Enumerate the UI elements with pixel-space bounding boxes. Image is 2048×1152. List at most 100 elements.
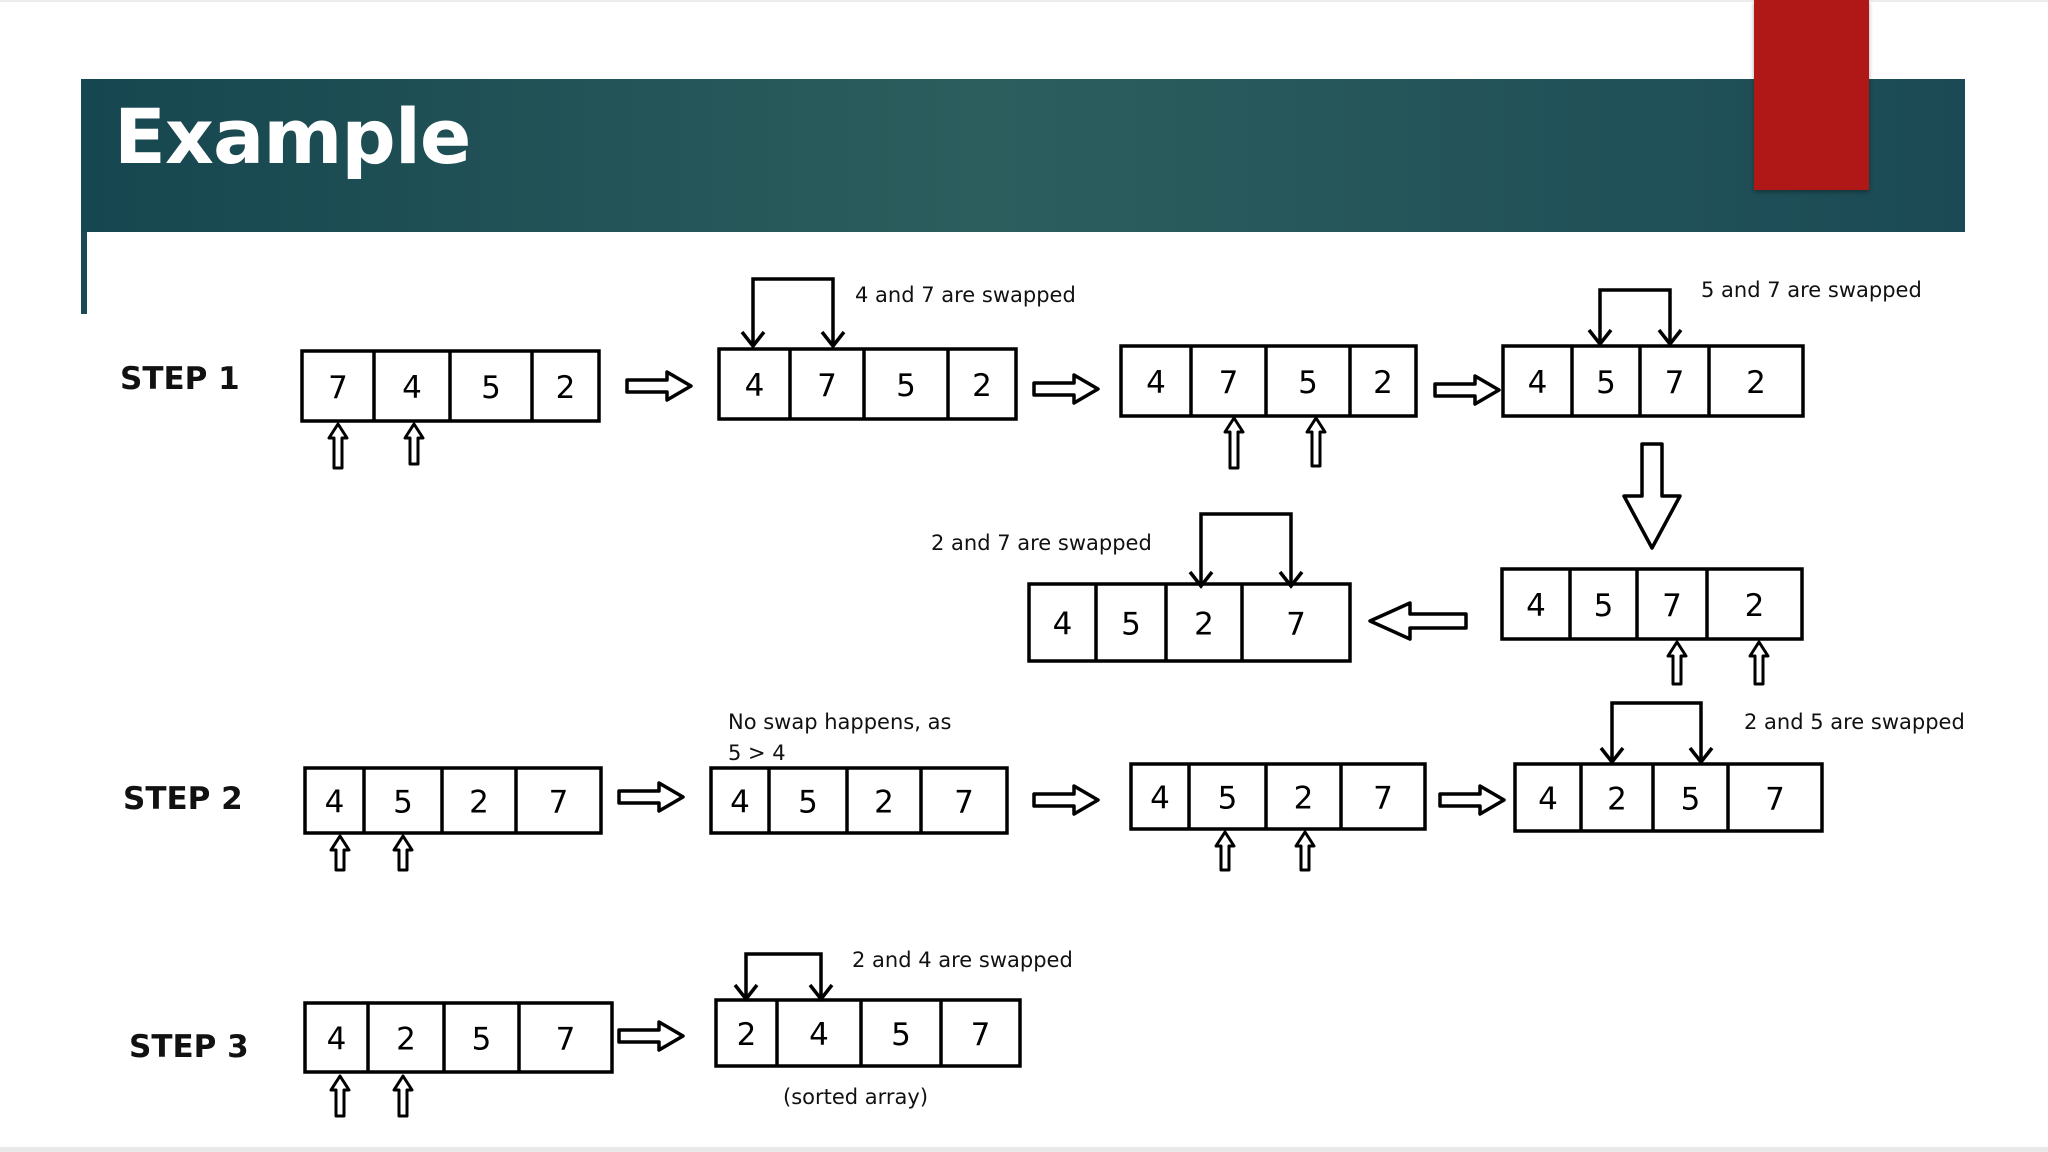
note-no-swap-line-2: 5 > 4 <box>728 741 786 765</box>
cell-value: 5 <box>481 370 501 406</box>
bracket-arrowhead <box>733 983 759 1002</box>
top-border <box>0 0 2048 2</box>
pointer-up-arrow <box>1666 640 1688 686</box>
cell-value: 4 <box>1538 782 1558 818</box>
title-bar-accent <box>81 232 87 314</box>
cell-value: 5 <box>1594 588 1614 624</box>
note-swap-4-7: 4 and 7 are swapped <box>855 283 1076 307</box>
swap-brackets <box>733 277 1714 1002</box>
right-arrow <box>625 370 693 402</box>
array-box <box>1513 762 1824 833</box>
pointer-up-arrow <box>329 834 351 872</box>
title-bar <box>81 79 1965 232</box>
left-arrow <box>1368 601 1468 641</box>
note-swap-2-5: 2 and 5 are swapped <box>1744 710 1965 734</box>
array-box <box>717 347 1018 421</box>
cell-value: 5 <box>393 785 413 821</box>
flow-arrows <box>327 370 1770 1118</box>
cell-value: 5 <box>896 368 916 404</box>
cell-value: 5 <box>798 785 818 821</box>
cell-value: 5 <box>1121 607 1141 643</box>
cell-value: 5 <box>1298 365 1318 401</box>
right-arrow <box>1032 784 1100 816</box>
bracket-arrowhead <box>820 330 846 349</box>
right-arrow <box>617 1020 685 1052</box>
right-arrow <box>1032 373 1100 405</box>
array-box <box>714 998 1022 1068</box>
cell-value: 2 <box>1373 365 1393 401</box>
cell-value: 4 <box>325 785 345 821</box>
slide-title: Example <box>114 92 471 181</box>
bracket-arrowhead <box>1657 328 1683 347</box>
pointer-up-arrow <box>1305 416 1327 468</box>
cell-value: 4 <box>402 370 422 406</box>
pointer-up-arrow <box>1214 830 1236 872</box>
red-accent-tab <box>1754 0 1869 190</box>
cell-value: 7 <box>1373 781 1393 817</box>
swap-bracket <box>1199 512 1293 586</box>
pointer-up-arrow <box>329 1074 351 1118</box>
note-swap-2-4: 2 and 4 are swapped <box>852 948 1073 972</box>
cell-value: 2 <box>1607 782 1627 818</box>
pointer-up-arrow <box>392 1074 414 1118</box>
step-3-label: STEP 3 <box>129 1029 249 1065</box>
bracket-arrowhead <box>1688 746 1714 765</box>
swap-bracket <box>1598 288 1672 344</box>
cell-value: 5 <box>472 1022 492 1058</box>
cell-value: 4 <box>809 1017 829 1053</box>
cell-value: 2 <box>972 368 992 404</box>
cell-value: 2 <box>396 1022 416 1058</box>
swap-bracket <box>744 952 823 999</box>
bracket-arrowhead <box>1599 746 1625 765</box>
cell-value: 4 <box>1150 781 1170 817</box>
right-arrow <box>617 781 685 813</box>
array-box <box>709 766 1009 835</box>
pointer-up-arrow <box>1294 830 1316 872</box>
step-1-label: STEP 1 <box>120 361 240 397</box>
cell-value: 7 <box>1765 782 1785 818</box>
array-box <box>303 1001 614 1074</box>
array-s3b: 2 4 5 7 <box>714 998 1022 1068</box>
cell-value: 5 <box>1596 365 1616 401</box>
step-2-label: STEP 2 <box>123 781 243 817</box>
cell-value: 7 <box>556 1022 576 1058</box>
cell-value: 7 <box>549 785 569 821</box>
cell-value: 4 <box>1528 365 1548 401</box>
right-arrow <box>1438 784 1506 816</box>
bracket-arrowhead <box>1188 570 1214 589</box>
array-box <box>1500 567 1804 641</box>
array-s2a: 4 5 2 7 <box>303 766 603 835</box>
bottom-border <box>0 1147 2048 1152</box>
array-box <box>303 766 603 835</box>
array-s1b: 4 7 5 2 <box>717 347 1018 421</box>
swap-bracket <box>751 277 835 346</box>
note-swap-5-7: 5 and 7 are swapped <box>1701 278 1922 302</box>
cell-value: 7 <box>1662 588 1682 624</box>
right-arrow <box>1433 374 1501 406</box>
pointer-up-arrow <box>327 422 349 470</box>
cell-value: 2 <box>737 1017 757 1053</box>
cell-value: 7 <box>1219 365 1239 401</box>
cell-value: 2 <box>1194 607 1214 643</box>
array-box <box>1119 344 1418 418</box>
cell-value: 4 <box>745 368 765 404</box>
cell-value: 2 <box>469 785 489 821</box>
down-arrow <box>1622 442 1682 550</box>
cell-value: 7 <box>817 368 837 404</box>
note-sorted-array: (sorted array) <box>783 1085 929 1109</box>
cell-value: 5 <box>891 1017 911 1053</box>
cell-value: 7 <box>971 1017 991 1053</box>
cell-value: 5 <box>1218 781 1238 817</box>
array-box <box>1501 344 1805 418</box>
cell-value: 2 <box>1745 588 1765 624</box>
